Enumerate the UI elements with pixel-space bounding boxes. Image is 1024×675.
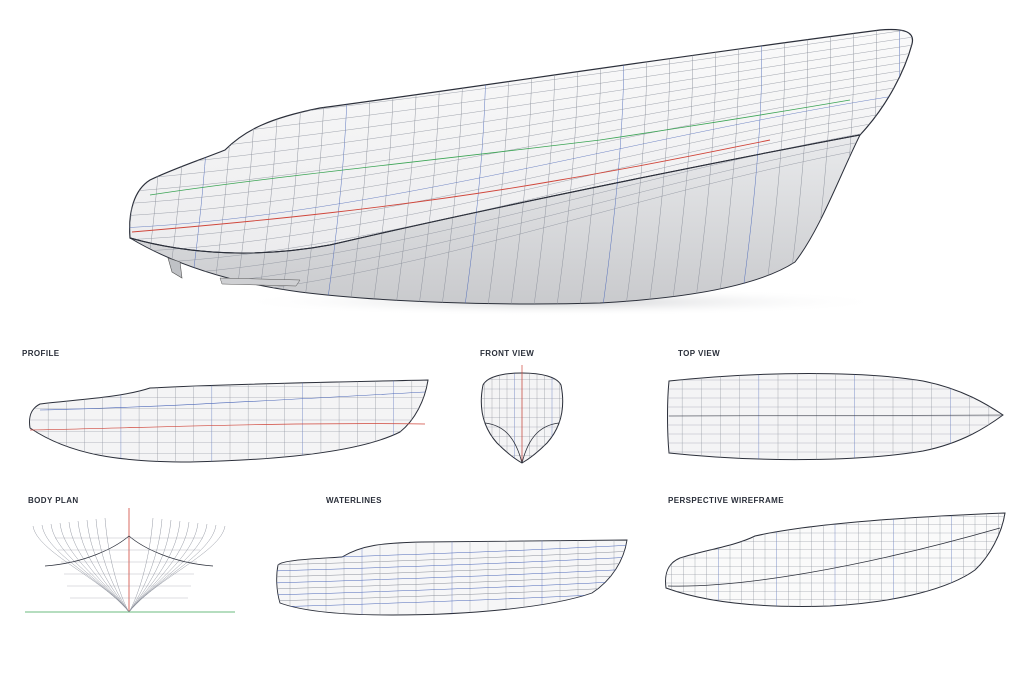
hero-station-line: [692, 29, 716, 304]
hero-station-line: [738, 29, 762, 304]
skeg: [219, 277, 301, 287]
body-plan-station-left: [32, 525, 130, 613]
body-plan-station-left: [104, 517, 130, 613]
hero-buttock-line: [129, 83, 913, 217]
front-view: [480, 365, 564, 464]
front-view-label: FRONT VIEW: [480, 349, 535, 358]
waterlines-view: [276, 539, 628, 616]
waterline-curve: [276, 574, 628, 590]
hero-buttock-line: [129, 99, 913, 241]
body-plan-stations: [32, 517, 226, 613]
perspective-hull: [665, 512, 1006, 607]
profile-red-line: [29, 423, 426, 431]
hero-buttock-line: [129, 115, 913, 265]
hero-buttock-line: [129, 67, 913, 193]
top-view-label: TOP VIEW: [678, 349, 721, 358]
hero-buttock-line: [129, 91, 913, 229]
waterline-curve: [276, 580, 628, 596]
sheer-green-line: [149, 99, 851, 196]
perspective-chine: [667, 527, 1001, 587]
profile-label: PROFILE: [22, 349, 60, 358]
profile-view: [29, 379, 429, 463]
hero-buttock-line: [129, 123, 913, 277]
top-hull: [667, 373, 1004, 461]
hero-station-line: [129, 29, 141, 304]
profile-blue-line: [39, 391, 426, 411]
sheer-red-line: [131, 139, 771, 233]
waterline-curves: [276, 544, 628, 608]
body-plan-station-right: [128, 521, 190, 613]
waterline-curve: [276, 550, 628, 566]
body-plan-chine: [44, 535, 214, 567]
body-plan-station-right: [128, 520, 181, 613]
body-plan-station-left: [95, 518, 130, 613]
waterlines-label: WATERLINES: [326, 496, 382, 505]
body-plan-station-left: [59, 522, 130, 613]
body-plan-station-left: [68, 521, 130, 613]
body-plan-label: BODY PLAN: [28, 496, 79, 505]
hero-station-line: [140, 29, 164, 304]
profile-hull: [29, 379, 429, 463]
hero-station-line: [669, 29, 693, 304]
chine-line: [129, 134, 861, 254]
waterline-curve: [276, 556, 628, 572]
hero-buttock-line: [129, 51, 913, 169]
body-plan-station-right: [128, 519, 172, 613]
body-plan-station-right: [128, 522, 199, 613]
hero-buttock-line: [129, 75, 913, 205]
hero-station-line: [715, 29, 739, 304]
body-plan-station-left: [86, 519, 130, 613]
waterline-curve: [276, 562, 628, 578]
hero-hull-render: [129, 28, 914, 316]
perspective-wireframe-view: [665, 512, 1006, 607]
hero-buttock-line: [129, 107, 913, 253]
body-plan-station-left: [77, 520, 130, 613]
body-plan-station-right: [128, 517, 154, 613]
waterline-curve: [276, 586, 628, 602]
top-centerline: [668, 414, 1004, 417]
body-plan-station-right: [128, 518, 163, 613]
perspective-label: PERSPECTIVE WIREFRAME: [668, 496, 784, 505]
front-chine: [484, 422, 560, 464]
hero-buttock-line: [129, 43, 913, 157]
top-view: [667, 373, 1004, 461]
waterline-curve: [276, 568, 628, 584]
body-plan-station-right: [128, 525, 226, 613]
hero-buttock-line: [129, 59, 913, 181]
body-plan-view: [25, 508, 235, 613]
rudder: [167, 257, 183, 279]
